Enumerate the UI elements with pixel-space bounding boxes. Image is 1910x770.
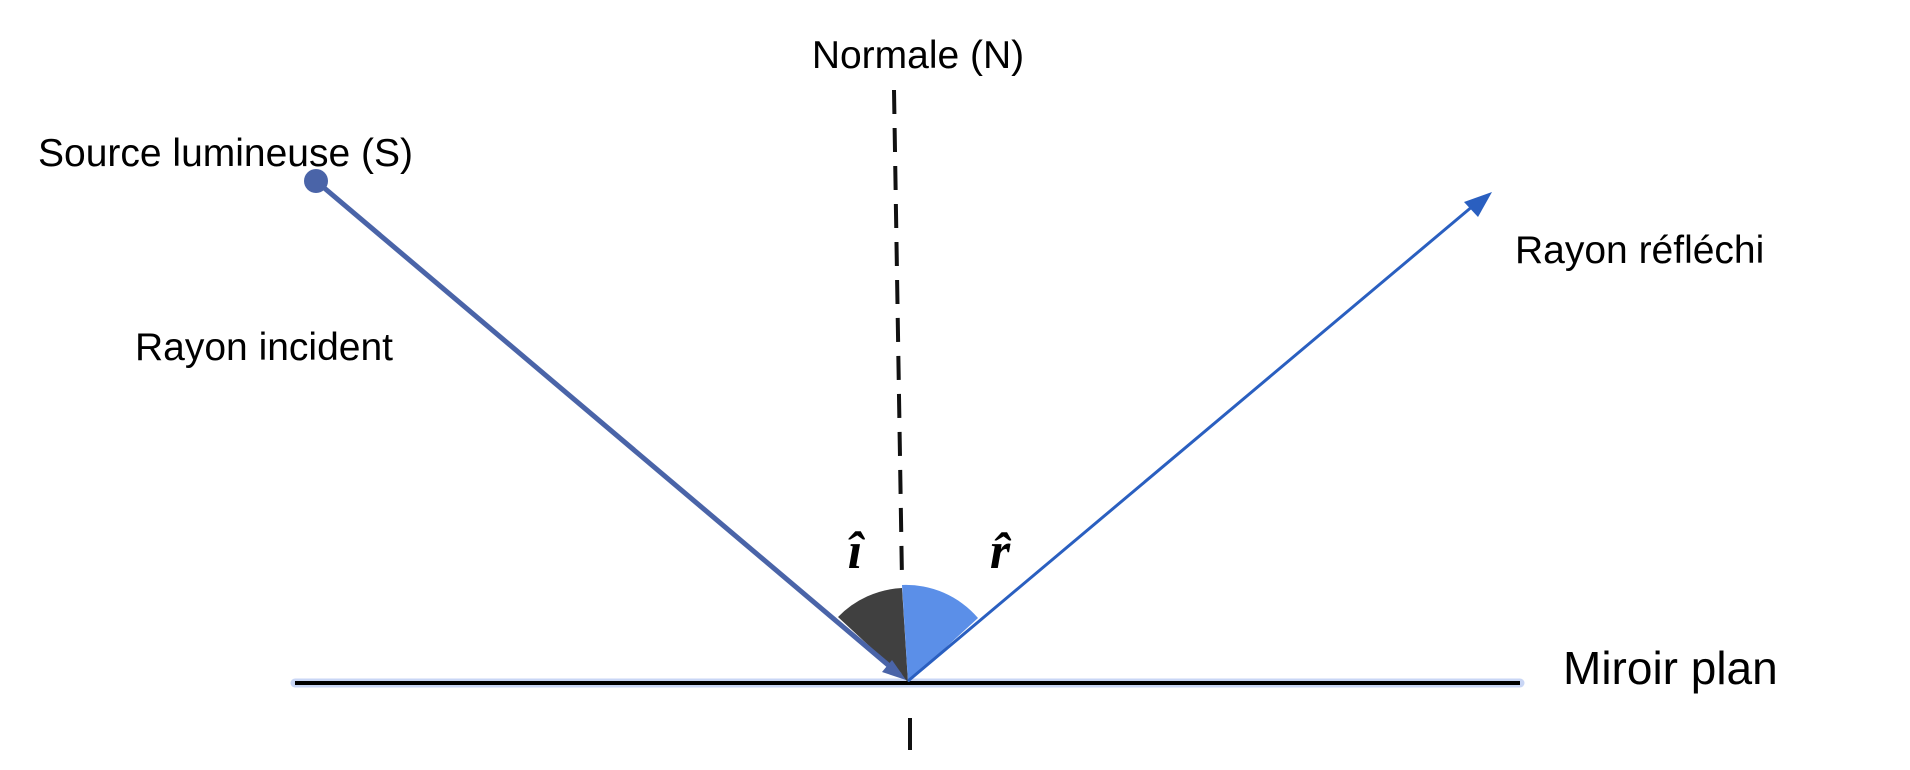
angle-incidence-sector: [838, 588, 908, 682]
source-label: Source lumineuse (S): [38, 132, 413, 175]
reflected-arrowhead: [1464, 192, 1492, 217]
reflected-ray: [907, 198, 1481, 683]
incident-ray: [314, 179, 902, 677]
mirror-label: Miroir plan: [1563, 642, 1778, 694]
reflected-ray-label: Rayon réfléchi: [1515, 229, 1764, 272]
normal-label: Normale (N): [812, 34, 1024, 77]
light-source-point: [304, 169, 328, 193]
angle-incidence-symbol: î: [848, 523, 866, 580]
incident-ray-label: Rayon incident: [135, 326, 393, 369]
angle-reflection-symbol: r̂: [990, 523, 1011, 580]
angle-reflection-sector: [902, 584, 978, 682]
normal-line: [892, 89, 904, 581]
incident-arrowhead: [882, 660, 906, 680]
